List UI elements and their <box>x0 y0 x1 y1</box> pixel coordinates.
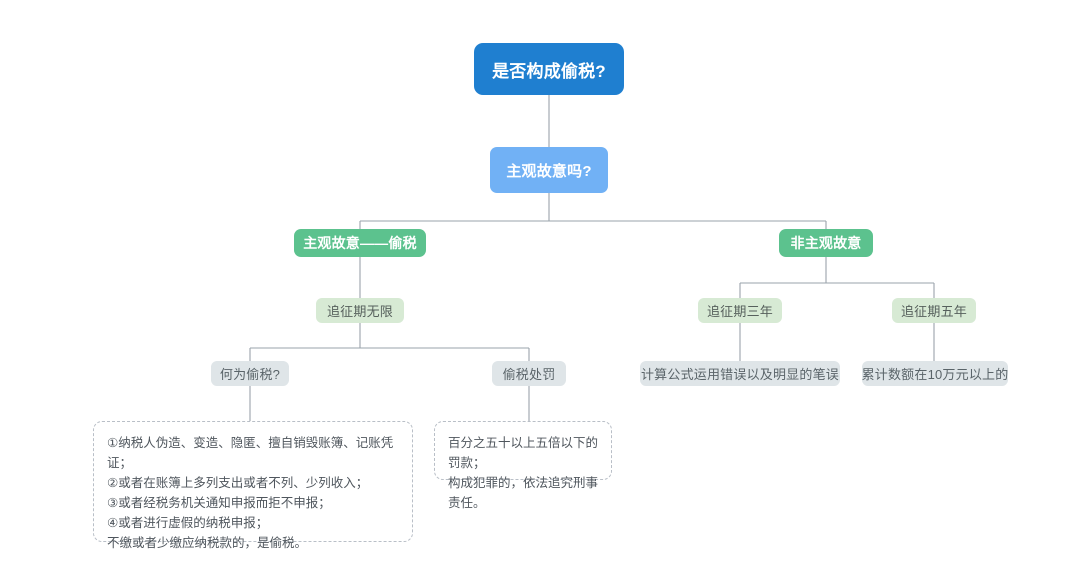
node-tax-evasion-penalty[interactable]: 偷税处罚 <box>492 361 566 386</box>
node-branch-unintentional[interactable]: 非主观故意 <box>779 229 873 257</box>
node-branch-intentional[interactable]: 主观故意——偷税 <box>294 229 426 257</box>
node-example-amount-threshold[interactable]: 累计数额在10万元以上的 <box>862 361 1008 386</box>
node-period-unlimited[interactable]: 追征期无限 <box>316 298 404 323</box>
note-penalty-details: 百分之五十以上五倍以下的罚款； 构成犯罪的，依法追究刑事责任。 <box>434 421 612 510</box>
node-what-is-tax-evasion[interactable]: 何为偷税? <box>211 361 289 386</box>
node-period-five-years[interactable]: 追征期五年 <box>892 298 976 323</box>
node-period-three-years[interactable]: 追征期三年 <box>698 298 782 323</box>
note-tax-evasion-definition: ①纳税人伪造、变造、隐匿、擅自销毁账簿、记账凭证； ②或者在账簿上多列支出或者不… <box>93 421 413 550</box>
node-subjective-intent-question[interactable]: 主观故意吗? <box>490 147 608 193</box>
node-root[interactable]: 是否构成偷税? <box>474 43 624 95</box>
node-example-formula-error[interactable]: 计算公式运用错误以及明显的笔误 <box>640 361 840 386</box>
